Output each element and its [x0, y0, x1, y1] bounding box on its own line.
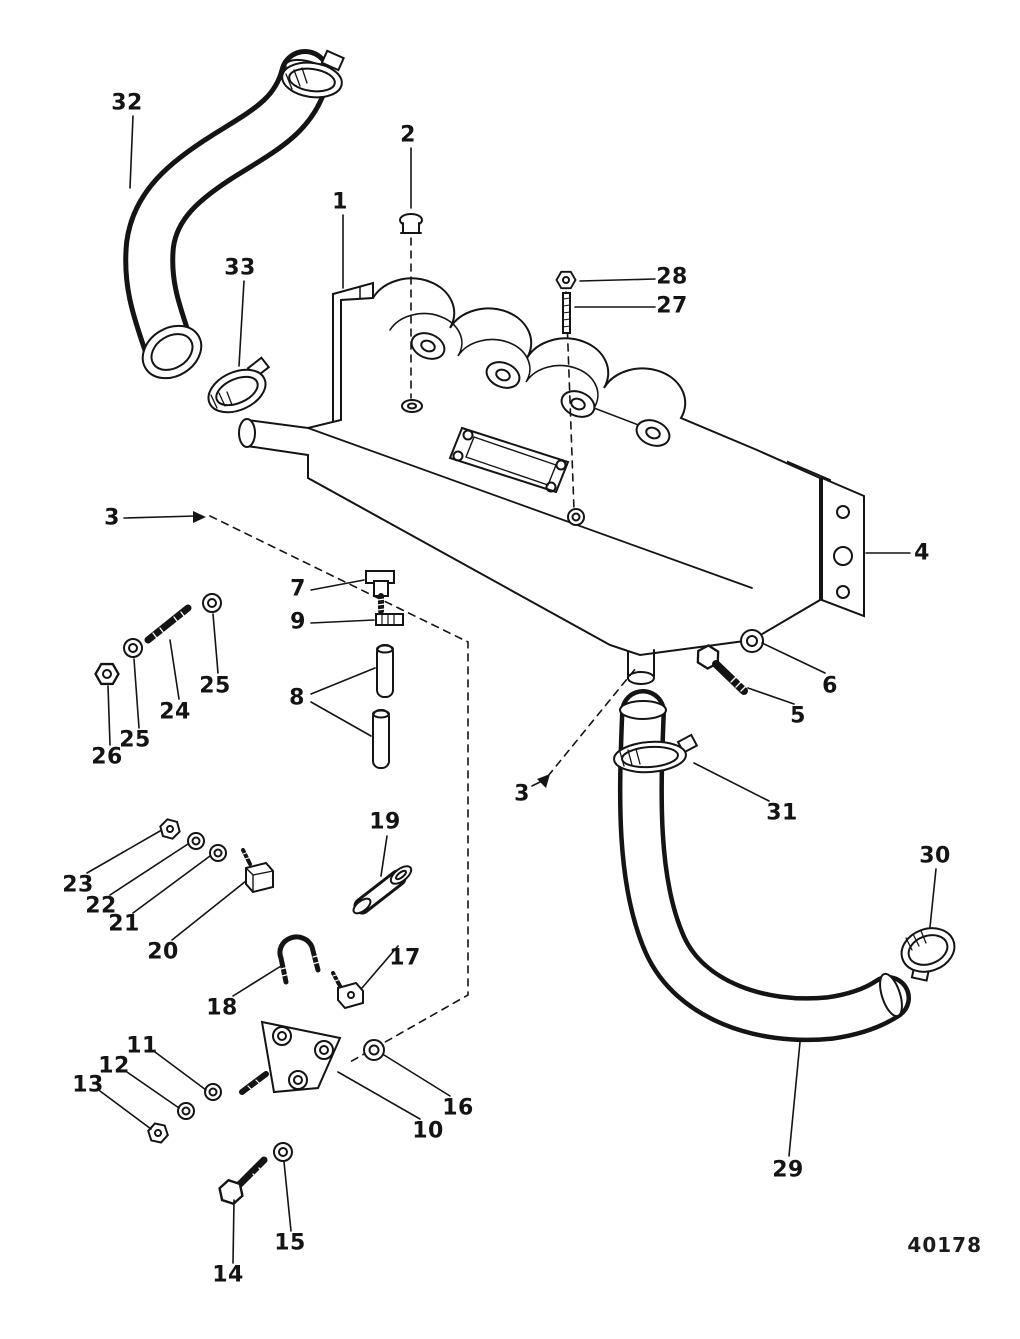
callout-29: 29 [772, 1157, 804, 1183]
small-hoses-8 [372, 644, 394, 769]
callout-4: 4 [914, 540, 930, 566]
callout-6: 6 [822, 673, 838, 699]
pipe-19 [352, 865, 413, 915]
washer-22 [187, 832, 205, 850]
hose-clamp-33 [207, 356, 271, 414]
washer-12 [177, 1102, 195, 1120]
callout-3: 3 [104, 505, 120, 531]
callout-13: 13 [72, 1072, 104, 1098]
hose-clamp-30 [900, 927, 956, 982]
callout-26: 26 [91, 744, 123, 770]
washer-16 [363, 1039, 385, 1061]
washer-25-upper [202, 593, 222, 613]
callout-12: 12 [98, 1053, 130, 1079]
callout-33: 33 [224, 255, 256, 281]
exhaust-manifold [238, 277, 865, 685]
callout-17: 17 [389, 945, 421, 971]
washer-11 [204, 1083, 222, 1101]
assembly-axes [209, 237, 637, 1063]
u-bolt-18 [277, 934, 322, 985]
stud-24 [144, 604, 192, 644]
leader-arrowheads [193, 511, 550, 788]
callout-20: 20 [147, 939, 179, 965]
callout-30: 30 [919, 843, 951, 869]
bolt-14 [215, 1156, 268, 1207]
stud-27 [562, 292, 571, 334]
callout-11: 11 [126, 1033, 158, 1059]
callout-23: 23 [62, 872, 94, 898]
callout-22: 22 [85, 893, 117, 919]
nut-23 [157, 817, 183, 841]
callout-7: 7 [290, 576, 306, 602]
callout-1: 1 [332, 189, 348, 215]
upper-hose-clamp-icon [281, 49, 345, 99]
callout-8: 8 [289, 685, 305, 711]
callout-24: 24 [159, 699, 191, 725]
washer-21 [209, 844, 227, 862]
callout-9: 9 [290, 609, 306, 635]
callout-32: 32 [111, 90, 143, 116]
lower-hose [617, 689, 911, 1043]
nut-26 [94, 662, 120, 686]
callout-15: 15 [274, 1230, 306, 1256]
leader-lines [86, 115, 937, 1264]
pipe-plug-2 [399, 213, 423, 234]
nut-13 [145, 1121, 171, 1145]
washer-15 [273, 1142, 293, 1162]
callout-3: 3 [514, 781, 530, 807]
callout-25: 25 [119, 727, 151, 753]
callout-27: 27 [656, 293, 688, 319]
callout-18: 18 [206, 995, 238, 1021]
connector-20 [241, 848, 274, 894]
upper-hose [123, 49, 331, 380]
callout-25: 25 [199, 673, 231, 699]
elbow-fitting-7 [365, 570, 395, 614]
callout-31: 31 [766, 800, 798, 826]
fitting-17 [331, 971, 364, 1010]
callout-19: 19 [369, 809, 401, 835]
hose-clamp-31 [613, 733, 699, 774]
callout-16: 16 [442, 1095, 474, 1121]
washer-6 [740, 629, 764, 653]
washer-25-lower [123, 638, 143, 658]
nut-28 [555, 270, 577, 290]
bracket-10 [239, 1020, 342, 1095]
callout-10: 10 [412, 1118, 444, 1144]
callout-2: 2 [400, 122, 416, 148]
callout-28: 28 [656, 264, 688, 290]
callout-5: 5 [790, 703, 806, 729]
callout-14: 14 [212, 1262, 244, 1288]
barb-fitting-9 [375, 613, 404, 626]
callout-21: 21 [108, 911, 140, 937]
figure-number: 40178 [907, 1233, 982, 1257]
bolt-5 [691, 641, 748, 695]
